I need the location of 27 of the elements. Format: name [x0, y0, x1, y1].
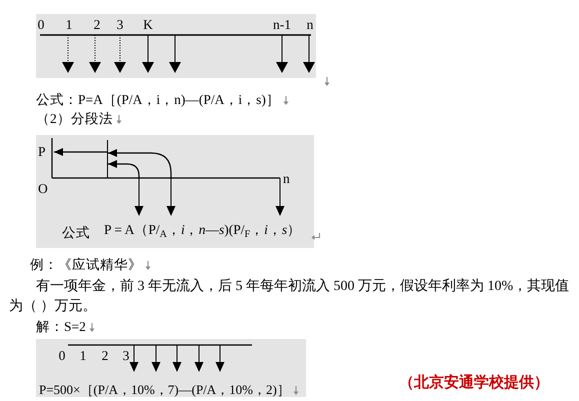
- tick-label: 1: [66, 17, 72, 33]
- formula: P = A（P/$_{A}$，i，n—s)(P/$_{F}$，i，s）: [104, 222, 302, 237]
- tick-label: n-1: [273, 17, 291, 33]
- axis-label: n: [283, 171, 290, 187]
- curved-arrow: [108, 149, 172, 178]
- problem-text: 有一项年金，前 3 年无流入，后 5 年每年初流入 500 万元，假设年利率为 10%，其现值为（ ）万元。: [9, 277, 570, 316]
- section-heading: （2）分段法: [36, 111, 113, 126]
- formula: 公式：P=A［(P/A，i，n)—(P/A，i，s)］: [36, 92, 280, 107]
- marker-line: [107, 140, 108, 178]
- example-heading: 例：《应试精华》: [30, 257, 142, 272]
- tick-label: 2: [94, 17, 100, 33]
- curved-arrow: [108, 160, 140, 178]
- tick-label: 3: [116, 17, 124, 33]
- tick-label: 0: [58, 348, 66, 364]
- tick-label: 3: [122, 348, 130, 364]
- formula: P=500×［(P/A，10%，7)—(P/A，10%，2)］: [39, 382, 290, 397]
- source-credit: （北京安通学校提供）: [399, 374, 549, 392]
- tick-label: n: [306, 17, 314, 33]
- tick-label: 1: [80, 348, 86, 364]
- arrow: [54, 148, 107, 156]
- point-label: P: [38, 144, 54, 159]
- solution-line: 解：S=2: [36, 319, 86, 334]
- tick-label: 2: [102, 348, 108, 364]
- formula-label: 公式: [62, 225, 90, 241]
- tick-label: K: [143, 17, 153, 33]
- tick-label: 0: [38, 17, 44, 33]
- axis-label: O: [38, 181, 48, 197]
